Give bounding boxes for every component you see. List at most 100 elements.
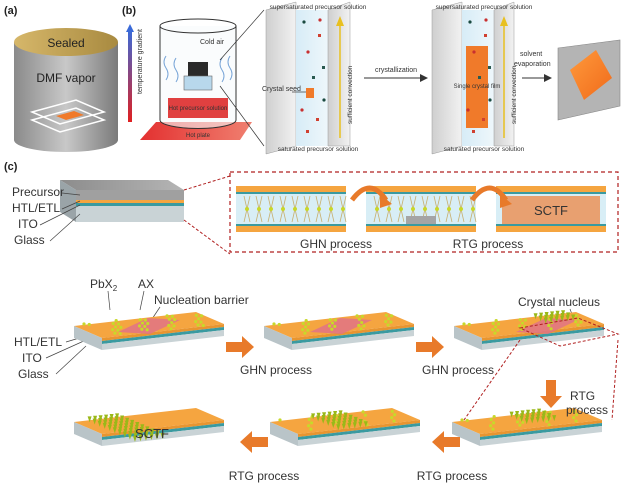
precursor-particle <box>389 320 393 324</box>
precursor-particle <box>572 416 576 420</box>
channel-2-wall-left <box>431 1 463 155</box>
precursor-particle <box>574 320 578 324</box>
crystallization-label: crystallization <box>375 67 417 74</box>
inset-top-ito <box>236 192 346 194</box>
slab-front <box>454 326 482 350</box>
stack-label-ito: ITO <box>18 217 38 231</box>
inset-molecule <box>329 207 333 211</box>
nucleation-barrier <box>118 318 180 334</box>
inset-molecule <box>375 207 379 211</box>
crystal-spike <box>560 315 565 322</box>
crystal-spike <box>341 423 346 430</box>
precursor-particle <box>520 321 525 325</box>
hot-plate-label: Hot plate <box>186 133 211 139</box>
crystal-spike <box>347 423 352 429</box>
crystal-spike <box>143 434 148 441</box>
crystal-spike <box>331 422 336 429</box>
precursor-particle <box>523 324 527 328</box>
crystal-spike <box>541 416 546 423</box>
pointer2-ito <box>45 339 87 359</box>
precursor-particle <box>330 327 334 331</box>
evaporation-arrow-head <box>544 74 552 82</box>
convection-label-1: sufficient convection <box>347 65 354 124</box>
inset-molecule <box>459 207 463 211</box>
precursor-ion <box>484 18 488 22</box>
inset-bottom-ito <box>496 224 606 226</box>
precursor-particle <box>167 323 171 328</box>
step-rtg-label-2: RTG process <box>229 469 299 483</box>
crystal-spike <box>546 415 551 422</box>
inset-sctf-film <box>502 196 600 224</box>
inset-molecule <box>471 207 475 211</box>
cold-air-label: Cold air <box>200 39 225 46</box>
precursor-particle <box>143 318 148 322</box>
perovskite-film <box>56 111 84 120</box>
inset-top-ito <box>496 192 606 194</box>
precursor-particle <box>393 413 397 417</box>
inset-ghn-label: GHN process <box>300 237 372 251</box>
crystal-spike <box>519 415 524 422</box>
crystal-spike <box>549 316 554 323</box>
device-glass-layer <box>76 206 184 222</box>
precursor-particle <box>361 410 365 414</box>
slab-glass <box>298 426 420 446</box>
precursor-particle <box>547 323 551 328</box>
substrate-holder <box>188 62 208 78</box>
step-arrow-1 <box>226 336 254 358</box>
stack2-label-glass: Glass <box>18 367 49 381</box>
precursor-particle <box>360 314 364 318</box>
slab-ito <box>482 327 604 344</box>
slab-glass <box>482 330 604 350</box>
inset-molecule <box>293 207 297 211</box>
slab-top <box>454 312 604 338</box>
inset-bottom-ito <box>366 224 476 226</box>
precursor-particle <box>549 327 553 331</box>
convection-arrow-1-head <box>336 16 344 26</box>
precursor-particle <box>521 420 525 424</box>
precursor-particle <box>523 318 528 322</box>
temperature-arrow-head <box>126 24 134 32</box>
precursor-particle <box>278 418 282 422</box>
precursor-particle <box>363 413 367 417</box>
precursor-particle <box>518 423 522 427</box>
stack-label-glass: Glass <box>14 233 45 247</box>
single-crystal-film-label: Single crystal film <box>454 84 501 90</box>
precursor-particle <box>140 321 145 325</box>
precursor-particle <box>572 409 576 413</box>
zoom-dash-bottom <box>183 219 231 255</box>
inset-molecule <box>447 207 451 211</box>
precursor-particle <box>145 328 149 332</box>
inset-molecule <box>387 207 391 211</box>
precursor-particle <box>545 419 549 424</box>
crystal-spike <box>530 417 535 424</box>
inset-top-plate <box>236 186 346 192</box>
precursor-particle <box>390 416 394 420</box>
slab-ito <box>102 327 224 344</box>
inset-molecule <box>317 207 321 211</box>
precursor-particle <box>493 331 497 335</box>
precursor-ions-channel-2 <box>466 18 492 133</box>
pointer-ax <box>139 290 145 311</box>
solvent-evaporation-label-line-2: evaporation <box>514 61 551 68</box>
crystal-spike <box>112 427 117 434</box>
dmf-vapor-label: DMF vapor <box>36 71 95 85</box>
channel-1-wall-right <box>327 1 351 147</box>
crystal-spike <box>117 429 122 436</box>
precursor-particle <box>389 314 394 318</box>
panel-b-tag: (b) <box>122 5 136 17</box>
device-top <box>60 180 184 190</box>
crystal-spike <box>336 424 341 431</box>
precursor-particle <box>465 418 469 423</box>
precursor-particle <box>491 321 495 326</box>
precursor-ion <box>322 66 325 69</box>
crystal-spike <box>127 433 132 440</box>
precursor-particle <box>272 322 276 326</box>
stack-label-precursor: Precursor <box>12 185 64 199</box>
inset-molecule <box>435 207 439 211</box>
slab-htl <box>292 324 414 341</box>
inset-molecule <box>305 207 309 211</box>
final-single-crystal <box>570 50 612 100</box>
precursor-particle <box>309 427 313 431</box>
inset-nucleus <box>406 216 436 224</box>
precursor-particle <box>138 318 142 322</box>
